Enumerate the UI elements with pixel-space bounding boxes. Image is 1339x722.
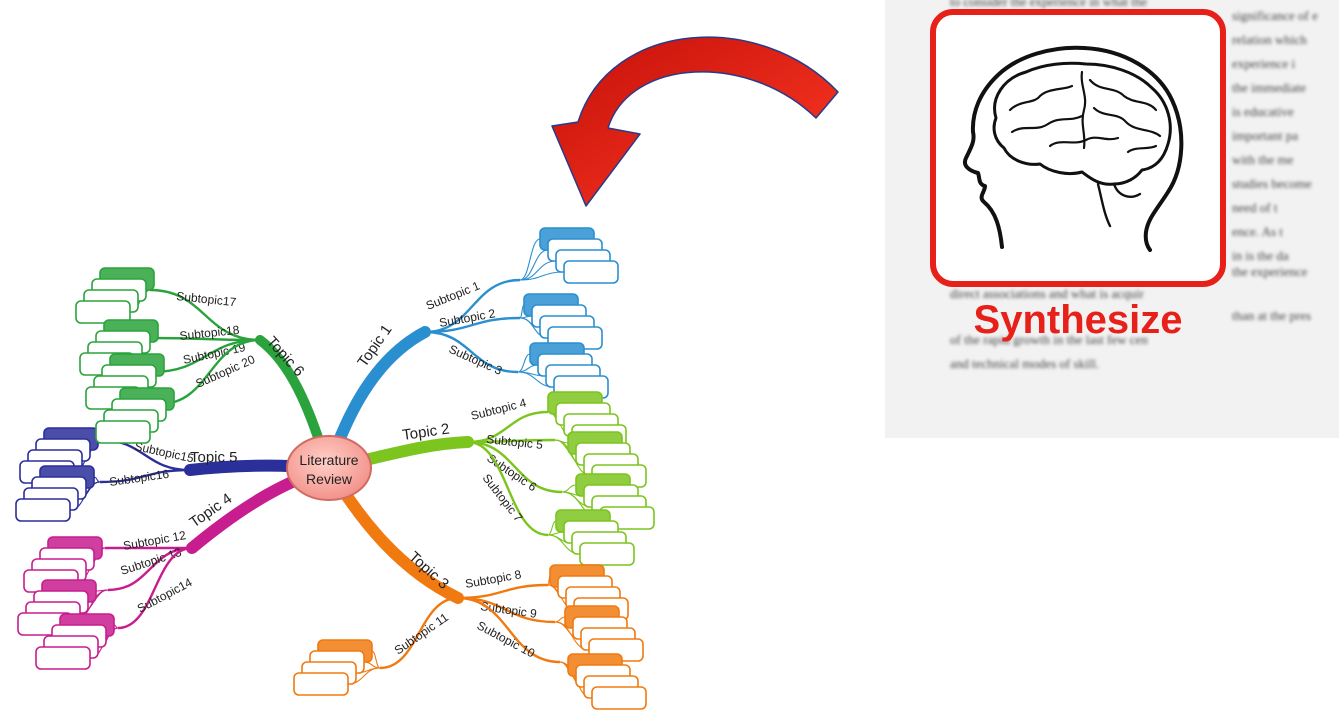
subtopic-leaf-line: [517, 364, 539, 373]
subtopic-label: Subtopic 5: [486, 432, 544, 452]
brain-head-icon: [963, 45, 1184, 252]
subtopic-leaf-line: [519, 249, 549, 281]
subtopic-label: Subtopic 11: [392, 610, 451, 657]
center-node-bubble: [286, 435, 372, 501]
subtopic-note-box: [75, 300, 131, 324]
subtopic-branch-line: [424, 330, 519, 374]
subtopic-leaf-line: [93, 476, 101, 483]
background-text-line: important pa: [1232, 128, 1298, 143]
subtopic-label: Subtopic 3: [447, 342, 505, 378]
background-text-line: and technical modes of skill.: [950, 356, 1099, 371]
subtopic-branch-line: [159, 338, 261, 406]
center-label-line2: Review: [306, 471, 353, 487]
background-text-line: of the rapid growth in the last few cen: [950, 332, 1148, 347]
subtopic-branch-line: [467, 438, 556, 444]
subtopic-leaf-line: [519, 238, 541, 281]
subtopic-branch-line: [151, 338, 261, 374]
subtopic-note-box: [579, 542, 635, 566]
subtopic-branch-line: [149, 288, 261, 342]
background-text-block: to consider the experience in what the si…: [950, 0, 1318, 371]
subtopic-label: Subtopic17: [176, 289, 238, 309]
subtopic-label: Subtopic 1: [424, 278, 482, 312]
subtopic-note-box: [293, 672, 349, 696]
synthesize-label: Synthesize: [974, 298, 1183, 342]
subtopic-note-box: [563, 260, 619, 284]
center-label-line1: Literature: [299, 452, 358, 468]
subtopic-branch-line: [379, 596, 459, 670]
subtopic-label: Subtopic16: [108, 467, 170, 489]
subtopic-label: Subtopic14: [135, 575, 195, 616]
background-text-line: experience i: [1232, 56, 1296, 71]
background-text-line: to consider the experience in what the: [950, 0, 1147, 9]
subtopic-label: Subtopic18: [179, 323, 241, 343]
subtopic-branch-line: [99, 468, 191, 484]
curved-arrow-icon: [551, 36, 839, 207]
topic-label: Topic 2: [401, 421, 450, 444]
background-text-line: significance of e: [1232, 8, 1318, 23]
background-text-line: studies become: [1232, 176, 1312, 191]
subtopic-note-box: [35, 646, 91, 670]
background-text-line: is educative: [1232, 104, 1294, 119]
subtopic-label: Subtopic 9: [480, 599, 538, 621]
subtopic-leaf-line: [561, 484, 577, 493]
subtopic-branch-line: [424, 278, 521, 334]
synthesize-card: Synthesize: [930, 9, 1226, 342]
background-text-line: need of t: [1232, 200, 1278, 215]
subtopic-branch-line: [467, 440, 563, 494]
background-text-line: the experience: [1232, 264, 1308, 279]
background-text-line: with the me: [1232, 152, 1294, 167]
background-text-line: than at the pres: [1232, 308, 1311, 323]
background-text-line: in is the da: [1232, 248, 1289, 263]
subtopic-branch-line: [467, 440, 549, 537]
topic-label: Topic 5: [190, 449, 238, 466]
subtopic-branch-line: [107, 546, 193, 592]
subtopic-note-box: [15, 498, 71, 522]
background-text-line: direct associations and what is acquir: [950, 286, 1145, 301]
background-text-line: ence. As t: [1232, 224, 1283, 239]
subtopic-note-box: [591, 686, 647, 710]
subtopic-note-box: [95, 420, 151, 444]
subtopic-branch-line: [424, 316, 521, 334]
subtopic-branch-line: [457, 596, 561, 664]
subtopic-branch-line: [117, 546, 193, 630]
background-text-line: the immediate: [1232, 80, 1306, 95]
subtopic-leaf-line: [517, 353, 531, 373]
subtopic-leaf-line: [547, 520, 557, 536]
background-text-line: relation which: [1232, 32, 1307, 47]
subtopic-leaf-line: [554, 616, 566, 623]
